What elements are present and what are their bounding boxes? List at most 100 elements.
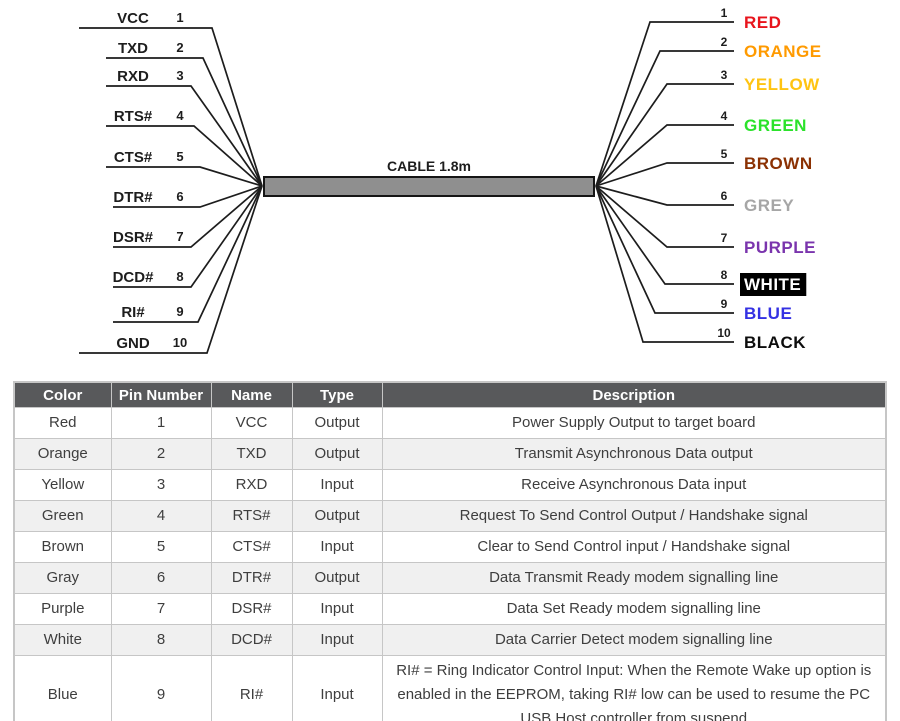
cell-pin: 2 — [110, 438, 212, 470]
header-color: Color — [13, 381, 112, 408]
cell-pin: 3 — [110, 469, 212, 501]
right-pin-number: 1 — [721, 6, 728, 20]
cell-description: RI# = Ring Indicator Control Input: When… — [381, 655, 887, 721]
left-pin-number: 9 — [176, 304, 183, 319]
right-pin-number: 3 — [721, 68, 728, 82]
cell-name: TXD — [210, 438, 293, 470]
pin-signal-label: DCD# — [113, 269, 154, 286]
left-wire-line — [113, 185, 263, 323]
wire-label-inverse-background — [740, 273, 807, 296]
cell-type: Input — [291, 655, 383, 721]
pin-signal-label: RXD — [117, 68, 149, 85]
cell-name: RI# — [210, 655, 293, 721]
wire-color-label: GREEN — [744, 116, 807, 135]
left-pin-number: 2 — [176, 40, 183, 55]
cable-label: CABLE 1.8m — [387, 158, 471, 174]
right-wire-line — [595, 185, 734, 285]
left-wire-line — [106, 57, 263, 187]
right-wire-line — [595, 185, 734, 314]
cell-name: VCC — [210, 407, 293, 439]
left-wire-line — [79, 27, 263, 187]
header-pin-number: Pin Number — [110, 381, 212, 408]
cell-color: Yellow — [13, 469, 112, 501]
cell-description: Power Supply Output to target board — [381, 407, 887, 439]
wire-color-label: GREY — [744, 196, 794, 215]
right-wire-line — [595, 50, 734, 187]
cell-color: White — [13, 624, 112, 656]
left-pin-number: 7 — [176, 229, 183, 244]
cell-description: Data Carrier Detect modem signalling lin… — [381, 624, 887, 656]
right-wire-line — [595, 162, 734, 187]
header-description: Description — [381, 381, 887, 408]
cell-description: Transmit Asynchronous Data output — [381, 438, 887, 470]
cell-color: Gray — [13, 562, 112, 594]
cell-description: Receive Asynchronous Data input — [381, 469, 887, 501]
cell-description: Data Set Ready modem signalling line — [381, 593, 887, 625]
cell-pin: 6 — [110, 562, 212, 594]
wire-color-label: RED — [744, 13, 781, 32]
pin-signal-label: DSR# — [113, 229, 154, 246]
left-wire-line — [106, 125, 263, 187]
left-wire-line — [113, 185, 263, 288]
header-type: Type — [291, 381, 383, 408]
pin-signal-label: CTS# — [114, 149, 153, 166]
cable-body — [263, 176, 595, 197]
cell-type: Output — [291, 500, 383, 532]
right-pin-number: 2 — [721, 35, 728, 49]
right-pin-number: 10 — [717, 326, 731, 340]
pin-signal-label: VCC — [117, 10, 149, 27]
cell-pin: 9 — [110, 655, 212, 721]
header-name: Name — [210, 381, 293, 408]
cell-pin: 8 — [110, 624, 212, 656]
cell-description: Request To Send Control Output / Handsha… — [381, 500, 887, 532]
cell-type: Output — [291, 407, 383, 439]
left-wire-line — [113, 185, 263, 208]
right-pin-number: 7 — [721, 231, 728, 245]
right-wire-line — [595, 185, 734, 248]
cell-pin: 5 — [110, 531, 212, 563]
wire-lines-group — [79, 21, 734, 354]
wire-color-label: YELLOW — [744, 75, 820, 94]
pin-signal-label: DTR# — [113, 189, 153, 206]
cell-color: Brown — [13, 531, 112, 563]
pin-description-table: Color Pin Number Name Type Description R… — [13, 381, 887, 721]
wire-color-label: BLACK — [744, 333, 806, 352]
cell-name: RTS# — [210, 500, 293, 532]
right-wire-line — [595, 185, 734, 206]
cell-name: RXD — [210, 469, 293, 501]
cell-name: DCD# — [210, 624, 293, 656]
pin-signal-label: TXD — [118, 40, 148, 57]
left-pin-number: 8 — [176, 269, 183, 284]
cell-color: Orange — [13, 438, 112, 470]
cell-type: Input — [291, 531, 383, 563]
right-wire-line — [595, 83, 734, 187]
left-pin-number: 6 — [176, 189, 183, 204]
wire-color-label: BROWN — [744, 154, 813, 173]
right-wire-line — [595, 185, 734, 343]
wire-color-label: WHITE — [744, 275, 801, 294]
wire-color-label: ORANGE — [744, 42, 822, 61]
table-header-row: Color Pin Number Name Type Description — [13, 381, 887, 408]
cell-type: Input — [291, 624, 383, 656]
left-wire-line — [106, 85, 263, 187]
cell-color: Red — [13, 407, 112, 439]
left-pin-number: 5 — [176, 149, 183, 164]
cell-color: Blue — [13, 655, 112, 721]
right-pin-number: 5 — [721, 147, 728, 161]
left-wire-line — [113, 185, 263, 248]
cell-description: Data Transmit Ready modem signalling lin… — [381, 562, 887, 594]
pin-signal-label: RI# — [121, 304, 145, 321]
cell-type: Output — [291, 438, 383, 470]
right-pin-number: 9 — [721, 297, 728, 311]
cell-pin: 4 — [110, 500, 212, 532]
right-wire-line — [595, 124, 734, 187]
